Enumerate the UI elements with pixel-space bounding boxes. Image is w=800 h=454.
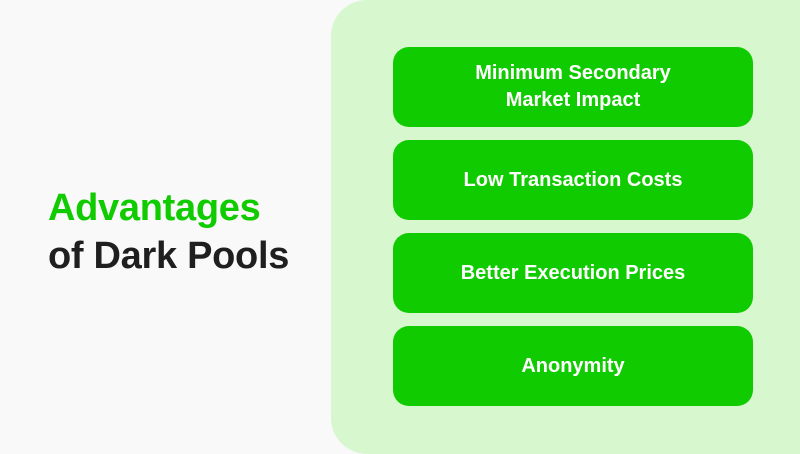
advantage-label: Better Execution Prices bbox=[460, 261, 686, 284]
page-title: Advantages of Dark Pools bbox=[48, 184, 289, 280]
title-subtitle: of Dark Pools bbox=[48, 235, 290, 277]
advantage-label: Minimum Secondary Market Impact bbox=[475, 62, 671, 111]
advantage-label: Low Transaction Costs bbox=[463, 168, 683, 191]
advantage-label: Anonymity bbox=[521, 354, 625, 377]
title-highlight: Advantages bbox=[48, 187, 261, 229]
advantage-card-execution-prices: Better Execution Prices bbox=[393, 233, 753, 313]
advantage-card-transaction-costs: Low Transaction Costs bbox=[393, 140, 753, 220]
advantage-card-anonymity: Anonymity bbox=[393, 326, 753, 406]
advantage-card-market-impact: Minimum Secondary Market Impact bbox=[393, 47, 753, 127]
